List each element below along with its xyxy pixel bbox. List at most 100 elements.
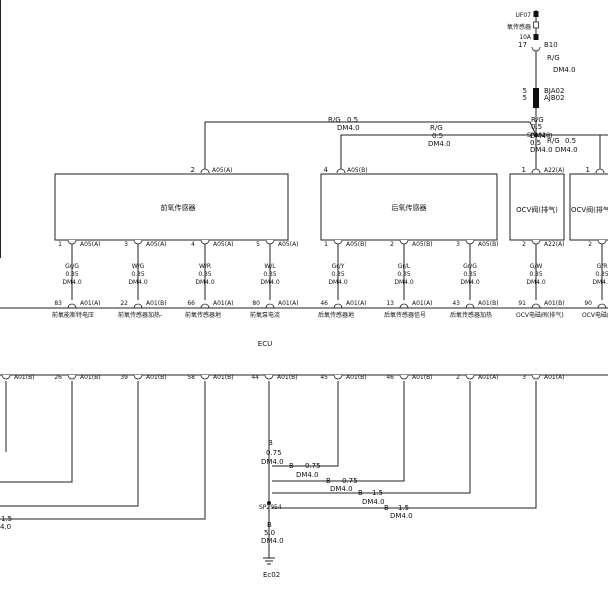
front-o2-name: 前氧传感器 — [161, 203, 196, 212]
wire-size: 0.35 — [529, 271, 543, 278]
ecu-pin-connector: A01(A) — [278, 300, 299, 307]
ecu-pin-arc — [465, 303, 475, 309]
component-pin-arc — [200, 239, 210, 245]
gnd-2-harness: DM4.0 — [362, 498, 385, 506]
gnd-3-size: 1.5 — [398, 504, 409, 512]
ecu-pin-connector: A01(A) — [412, 300, 433, 307]
ecu-pin-number: 45 — [320, 374, 328, 381]
front-o2-top-pin: 2 — [191, 166, 195, 174]
branch-right-harness: DM4.0 — [555, 146, 578, 154]
ecu-pin-connector: A01(B) — [80, 374, 101, 381]
bja-name-a: BJA02 — [544, 87, 564, 95]
power-wire-harness: DM4.0 — [553, 66, 576, 74]
ecu-pin-connector: A01(A) — [544, 374, 565, 381]
wire-harness: DM4.0 — [128, 279, 148, 286]
ecu-pin-function: OCV电磁阀(排气) — [516, 311, 564, 319]
ocv1-name: OCV阀(排气) — [516, 205, 558, 214]
ecu-pin-arc — [67, 374, 77, 380]
branch-right-size: 0.5 — [565, 137, 576, 145]
gnd-3-color: B — [384, 504, 389, 512]
connector-bja02: 5 5 BJA02 AJB02 — [523, 87, 565, 108]
component-pin-arc — [265, 239, 275, 245]
ground-symbol-icon — [263, 557, 275, 565]
wire-harness: DM4.0 — [592, 279, 608, 286]
ecu-pin-function: 后氧传感器加热 — [450, 311, 492, 319]
wire-color: W/L — [264, 263, 276, 270]
sp-bottom-size: 5.0 — [264, 529, 275, 537]
wire-pin58 — [0, 381, 206, 520]
ecu-pin-arc — [333, 303, 343, 309]
branch-top-color: R/G — [328, 116, 341, 124]
ecu-pin-function: 后氧传感器信号 — [384, 311, 426, 319]
ecu-pin-arc — [597, 303, 607, 309]
wire-size: 0.35 — [131, 271, 145, 278]
gnd-main-color: B — [268, 439, 273, 447]
wire-color: W/G — [132, 263, 145, 270]
ecu-pin-connector: A01(A) — [80, 300, 101, 307]
ecu-pin-arc — [531, 374, 541, 380]
wire-size: 0.35 — [263, 271, 277, 278]
wire-harness: DM4.0 — [526, 279, 546, 286]
sp-top-wire-color: R/G — [531, 116, 544, 124]
fuse-uf07: UF07 氧传感器 10A — [507, 10, 539, 41]
ecu-pin-arc — [265, 303, 275, 309]
gnd-3-harness: DM4.0 — [390, 512, 413, 520]
ecu-pin-arc — [399, 303, 409, 309]
component-rear-o2: 4 A05(B) 后氧传感器 — [320, 166, 498, 241]
gnd-45-harness: DM4.0 — [296, 471, 319, 479]
ecu-pin-arc — [133, 303, 143, 309]
front-o2-top-conn: A05(A) — [212, 167, 233, 174]
component-pin-connector: A22(A) — [544, 241, 565, 248]
ecu-pin-number: 26 — [54, 374, 62, 381]
ocv1-top-conn: A22(A) — [544, 167, 565, 174]
ecu-pin-number: 83 — [54, 300, 62, 307]
branch-mid-size: 0.5 — [432, 132, 443, 140]
component-pin-number: 5 — [256, 241, 260, 248]
power-wire-color: R/G — [547, 54, 560, 62]
fuse-top-cap — [533, 11, 539, 17]
wire-color: Gr/G — [463, 263, 477, 270]
ecu-pin-function: 前氧能斯特电压 — [52, 311, 94, 319]
component-pin-number: 2 — [522, 241, 526, 248]
wire-harness: DM4.0 — [394, 279, 414, 286]
gnd-45-size: 0.75 — [305, 462, 321, 470]
ecu-label: ECU — [258, 340, 272, 348]
component-pin-arc — [597, 239, 607, 245]
component-pin-number: 1 — [58, 241, 62, 248]
ecu-pin-number: 90 — [584, 300, 592, 307]
ecu-pin-arc — [264, 374, 274, 380]
component-pin-connector: A05(B) — [478, 241, 499, 248]
ecu-pin-number: 80 — [252, 300, 260, 307]
ecu-pin-connector: A01(B) — [544, 300, 565, 307]
component-pin-number: 1 — [324, 241, 328, 248]
ocv2-name: OCV阀(排气) — [571, 205, 608, 214]
wire-pin45 — [272, 381, 339, 467]
component-pin-number: 2 — [588, 241, 592, 248]
branch-top-harness: DM4.0 — [337, 124, 360, 132]
branch-mid-harness: DM4.0 — [428, 140, 451, 148]
ecu-pin-arc — [133, 374, 143, 380]
gnd-46-size: 0.75 — [342, 477, 358, 485]
branch-rear-o2 — [340, 134, 536, 170]
component-pin-number: 3 — [124, 241, 128, 248]
ecu-pin-number: 46 — [386, 374, 394, 381]
ecu-pin-arc — [200, 374, 210, 380]
ecu-pin-connector: A01(B) — [213, 374, 234, 381]
rear-o2-top-conn: A05(B) — [347, 167, 368, 174]
component-pin-connector: A05(A) — [146, 241, 167, 248]
ecu-pin-connector: A01(B) — [346, 374, 367, 381]
sp-top-wire-harness: DM4.0 — [530, 132, 553, 140]
